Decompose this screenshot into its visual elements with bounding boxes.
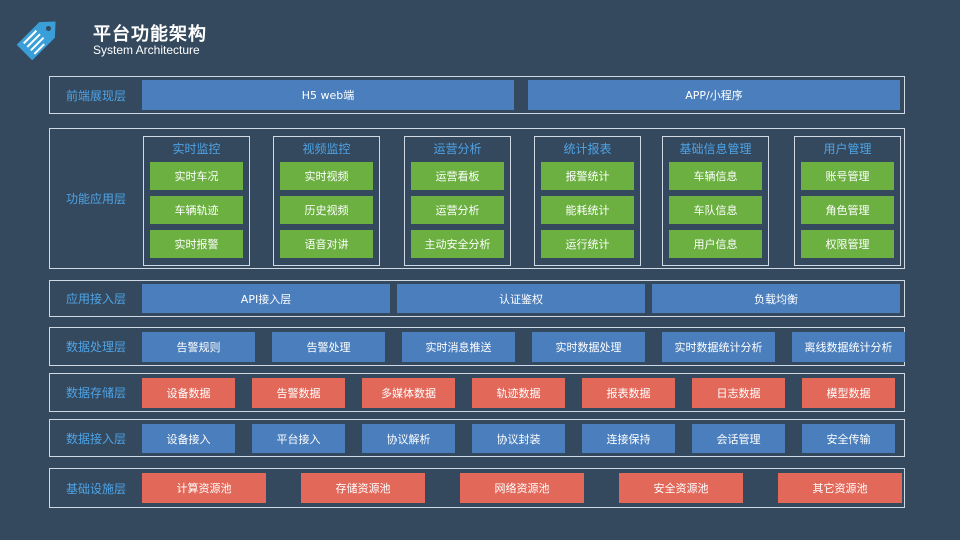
- layer-label: 数据存储层: [65, 386, 126, 400]
- storage-box: 轨迹数据: [472, 378, 565, 408]
- layer-infrastructure: 基础设施层 计算资源池 存储资源池 网络资源池 安全资源池 其它资源池: [49, 468, 905, 508]
- processing-box: 实时消息推送: [402, 332, 515, 362]
- data-access-box: 平台接入: [252, 424, 345, 453]
- storage-box: 模型数据: [802, 378, 895, 408]
- module-card: 运营分析 运营看板 运营分析 主动安全分析: [404, 136, 511, 266]
- page-title: 平台功能架构: [93, 24, 207, 45]
- module-item: 权限管理: [801, 230, 894, 258]
- module-card: 实时监控 实时车况 车辆轨迹 实时报警: [143, 136, 250, 266]
- module-item: 角色管理: [801, 196, 894, 224]
- module-item: 语音对讲: [280, 230, 373, 258]
- processing-box: 实时数据处理: [532, 332, 645, 362]
- processing-box: 实时数据统计分析: [662, 332, 775, 362]
- module-item: 历史视频: [280, 196, 373, 224]
- module-item: 运行统计: [541, 230, 634, 258]
- module-item: 车队信息: [669, 196, 762, 224]
- layer-label: 应用接入层: [65, 292, 126, 306]
- storage-box: 多媒体数据: [362, 378, 455, 408]
- module-item: 主动安全分析: [411, 230, 504, 258]
- layer-label: 数据接入层: [65, 431, 126, 446]
- layer-label: 数据处理层: [65, 340, 126, 354]
- module-item: 实时车况: [150, 162, 243, 190]
- layer-frontend: 前端展现层 H5 web端 APP/小程序: [49, 76, 905, 114]
- module-item: 车辆轨迹: [150, 196, 243, 224]
- page-subtitle: System Architecture: [93, 43, 200, 57]
- infra-box: 其它资源池: [778, 473, 902, 503]
- module-card: 视频监控 实时视频 历史视频 语音对讲: [273, 136, 380, 266]
- data-access-box: 设备接入: [142, 424, 235, 453]
- data-access-box: 安全传输: [802, 424, 895, 453]
- module-item: 车辆信息: [669, 162, 762, 190]
- layer-label: 功能应用层: [65, 192, 126, 206]
- processing-box: 告警规则: [142, 332, 255, 362]
- data-access-box: 协议解析: [362, 424, 455, 453]
- module-card: 用户管理 账号管理 角色管理 权限管理: [794, 136, 901, 266]
- module-item: 实时视频: [280, 162, 373, 190]
- data-access-box: 连接保持: [582, 424, 675, 453]
- module-title: 视频监控: [302, 142, 351, 156]
- infra-box: 网络资源池: [460, 473, 584, 503]
- module-item: 运营看板: [411, 162, 504, 190]
- module-title: 基础信息管理: [679, 142, 752, 156]
- storage-box: 日志数据: [692, 378, 785, 408]
- module-item: 账号管理: [801, 162, 894, 190]
- processing-box: 告警处理: [272, 332, 385, 362]
- layer-data-access: 数据接入层 设备接入 平台接入 协议解析 协议封装 连接保持 会话管理 安全传输: [49, 419, 905, 457]
- data-access-box: 会话管理: [692, 424, 785, 453]
- layer-label: 前端展现层: [65, 88, 126, 103]
- data-access-box: 协议封装: [472, 424, 565, 453]
- module-title: 实时监控: [172, 142, 221, 156]
- layer-function: 功能应用层 实时监控 实时车况 车辆轨迹 实时报警 视频监控 实时视频 历史视频…: [49, 128, 905, 269]
- module-title: 运营分析: [433, 142, 482, 156]
- module-card: 统计报表 报警统计 能耗统计 运行统计: [534, 136, 641, 266]
- frontend-box: APP/小程序: [528, 80, 900, 110]
- module-item: 用户信息: [669, 230, 762, 258]
- processing-box: 离线数据统计分析: [792, 332, 905, 362]
- layer-app-access: 应用接入层 API接入层 认证鉴权 负载均衡: [49, 280, 905, 317]
- module-item: 报警统计: [541, 162, 634, 190]
- storage-box: 告警数据: [252, 378, 345, 408]
- infra-box: 安全资源池: [619, 473, 743, 503]
- app-access-box: 负载均衡: [652, 284, 900, 313]
- storage-box: 设备数据: [142, 378, 235, 408]
- layer-data-storage: 数据存储层 设备数据 告警数据 多媒体数据 轨迹数据 报表数据 日志数据 模型数…: [49, 373, 905, 412]
- module-title: 用户管理: [823, 142, 872, 156]
- app-access-box: 认证鉴权: [397, 284, 645, 313]
- storage-box: 报表数据: [582, 378, 675, 408]
- module-card: 基础信息管理 车辆信息 车队信息 用户信息: [662, 136, 769, 266]
- tag-logo-icon: [14, 14, 66, 61]
- infra-box: 存储资源池: [301, 473, 425, 503]
- infra-box: 计算资源池: [142, 473, 266, 503]
- layer-label: 基础设施层: [65, 481, 126, 496]
- app-access-box: API接入层: [142, 284, 390, 313]
- module-item: 实时报警: [150, 230, 243, 258]
- module-item: 运营分析: [411, 196, 504, 224]
- layer-data-processing: 数据处理层 告警规则 告警处理 实时消息推送 实时数据处理 实时数据统计分析 离…: [49, 327, 905, 366]
- module-item: 能耗统计: [541, 196, 634, 224]
- frontend-box: H5 web端: [142, 80, 514, 110]
- module-title: 统计报表: [563, 142, 612, 156]
